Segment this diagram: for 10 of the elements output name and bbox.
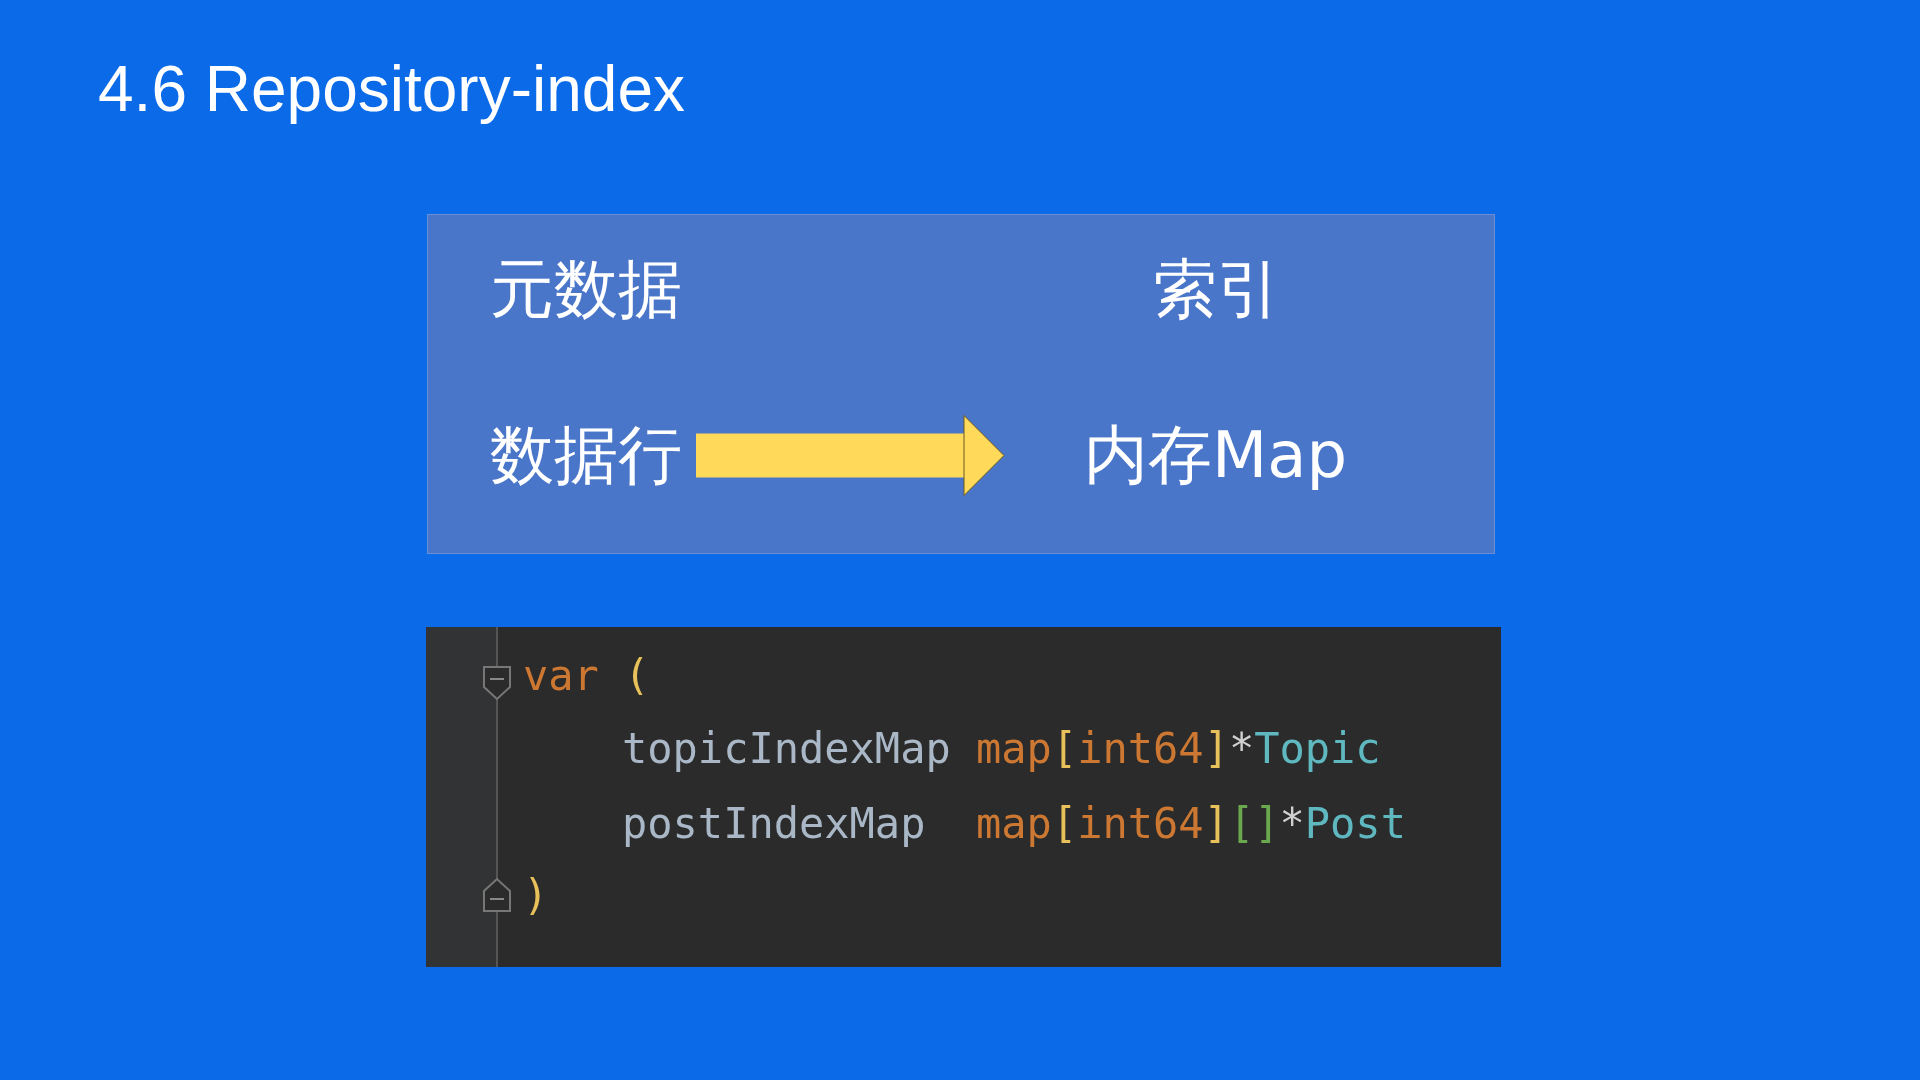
heading-text: 数据行 (490, 417, 682, 494)
heading-text: 元数据 (490, 251, 682, 328)
block-arrow (696, 415, 1005, 496)
heading-text: 索引 (1153, 251, 1281, 328)
slide-title: 4.6 Repository-index (98, 52, 685, 126)
code-line: var ( (523, 651, 650, 702)
code-line: topicIndexMap map[int64]*Topic (622, 724, 1381, 775)
code-line: postIndexMap map[int64][]*Post (622, 799, 1406, 850)
heading-text: 内存Map (1008, 417, 1348, 494)
code-line: ) (523, 871, 549, 922)
